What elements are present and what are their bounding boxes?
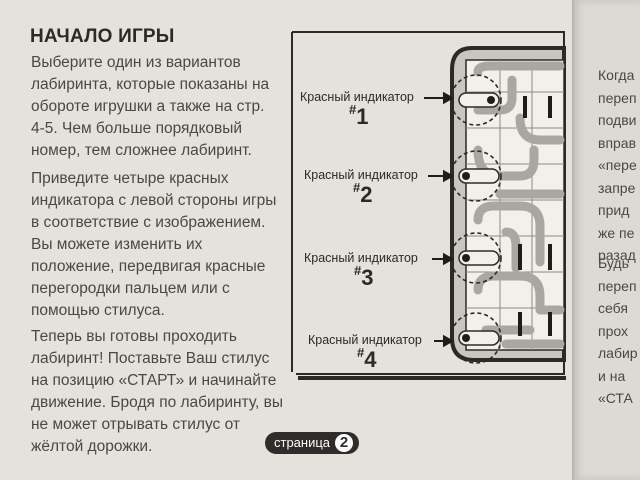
text-line: прох [598, 322, 628, 339]
text-line: на позицию «СТАРТ» и начинайте [31, 372, 277, 389]
text-line: Вы можете изменить их [31, 236, 203, 253]
indicator-knob [462, 254, 470, 262]
number-prefix: # [357, 345, 365, 360]
indicator-slot [458, 92, 500, 108]
text-line: переп [598, 89, 637, 106]
text-line: лабиринт! Поставьте Ваш стилус [31, 350, 270, 367]
number-prefix: # [353, 180, 361, 195]
number-prefix: # [354, 263, 362, 278]
page-title: НАЧАЛО ИГРЫ [30, 26, 175, 47]
right-page-text-block-2: Будь переп себя прох лабир и на «СТА [598, 252, 638, 410]
text-line: «пере [598, 157, 637, 173]
text-line: Выберите один из вариантов [31, 54, 241, 71]
manual-right-page [572, 0, 640, 480]
text-line: вправ [598, 134, 637, 151]
indicator-number-4: #4 [357, 345, 377, 373]
number-prefix: # [349, 102, 357, 117]
indicator-knob [487, 96, 495, 104]
maze-paths [473, 61, 565, 349]
indicator-4 [450, 312, 502, 364]
text-line: Теперь вы готовы проходить [31, 328, 237, 345]
indicator-slot [458, 330, 500, 346]
label-arrows [424, 91, 455, 348]
text-line: Будь [598, 255, 629, 271]
text-line: в соответствие с изображением. [31, 214, 266, 231]
text-line: движение. Бродя по лабиринту, вы [31, 394, 284, 411]
text-line: Приведите четыре красных [31, 170, 229, 187]
text-line: обороте игрушки а также на стр. [31, 98, 265, 115]
indicator-slot [458, 250, 500, 266]
indicator-knob [462, 172, 470, 180]
indicator-number: 3 [361, 265, 374, 290]
indicator-highlight-circle [450, 312, 502, 364]
right-page-text-block-1: Когда переп подви вправ «пере запре прид… [598, 64, 637, 267]
instructions-paragraph-1: Выберите один из вариантов лабиринта, ко… [31, 52, 269, 162]
text-line: помощью стилуса. [31, 302, 165, 319]
text-line: запре [598, 179, 636, 196]
text-line: перегородки пальцем или с [31, 280, 230, 297]
indicator-1 [450, 74, 502, 126]
text-line: не может отрывать стилус от [31, 416, 240, 433]
text-line: переп [598, 277, 637, 294]
text-line: лабиринта, которые показаны на [31, 76, 270, 93]
indicator-label-4: Красный индикатор [308, 333, 422, 347]
text-line: подви [598, 112, 637, 128]
indicator-number-3: #3 [354, 263, 374, 291]
text-line: «СТА [598, 390, 633, 406]
text-line: же пе [598, 224, 635, 241]
indicator-slot [458, 168, 500, 184]
indicator-number-1: #1 [349, 102, 369, 130]
text-line: прид [598, 202, 630, 218]
text-line: разад [598, 247, 636, 263]
indicator-highlight-circle [450, 74, 502, 126]
text-line: и на [598, 367, 626, 384]
text-line: лабир [598, 345, 638, 361]
indicator-number: 4 [364, 347, 377, 372]
text-line: 4-5. Чем больше порядковый [31, 120, 243, 137]
indicator-label-2: Красный индикатор [304, 168, 418, 182]
page-number: 2 [335, 434, 354, 452]
instructions-paragraph-3: Теперь вы готовы проходить лабиринт! Пос… [31, 326, 283, 458]
text-line: положение, передвигая красные [31, 258, 266, 275]
page-number-badge: страница 2 [265, 432, 360, 454]
text-line: индикатора с левой стороны игры [31, 192, 277, 209]
maze-barriers [518, 96, 552, 336]
indicator-label-1: Красный индикатор [300, 90, 414, 104]
text-line: себя [598, 300, 628, 316]
indicator-number-2: #2 [353, 180, 373, 208]
text-line: жёлтой дорожки. [31, 438, 153, 455]
instructions-paragraph-2: Приведите четыре красных индикатора с ле… [31, 168, 276, 322]
indicator-knob [462, 334, 470, 342]
text-line: номер, тем сложнее лабиринт. [31, 142, 252, 159]
indicator-number: 2 [360, 182, 373, 207]
indicator-number: 1 [356, 104, 369, 129]
page-label: страница [274, 435, 331, 450]
text-line: Когда [598, 67, 635, 83]
indicator-label-3: Красный индикатор [304, 251, 418, 265]
